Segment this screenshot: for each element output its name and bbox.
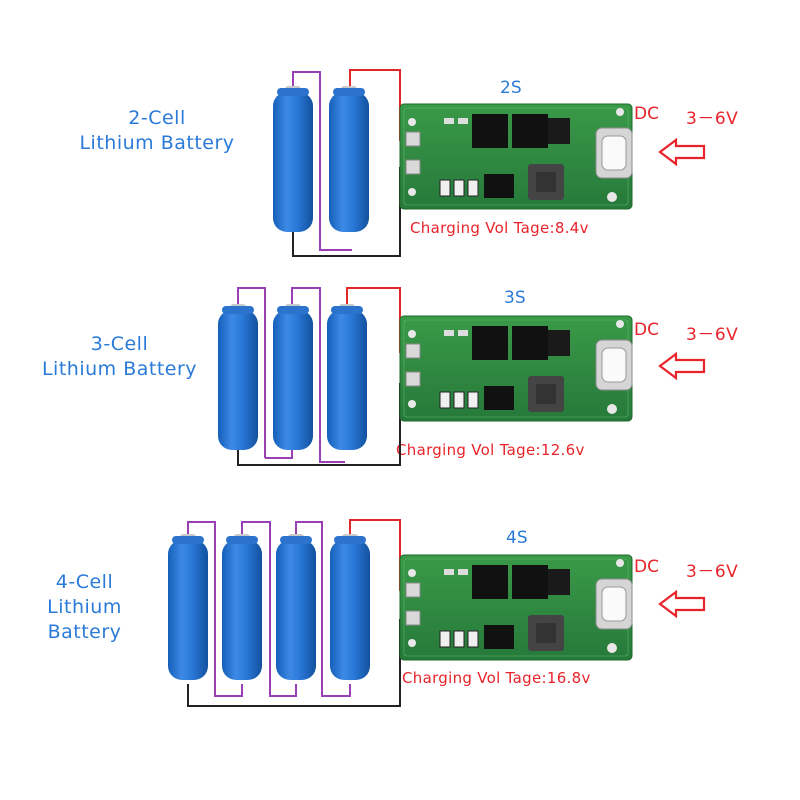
row1-cells-label-line2: Lithium Battery xyxy=(79,132,235,154)
row3-voltage-in: 3－6V xyxy=(686,562,739,582)
row2-charging-voltage: Charging Vol Tage:12.6v xyxy=(396,441,585,459)
row1-voltage-in: 3－6V xyxy=(686,109,739,129)
pcb-board-icon xyxy=(399,554,633,661)
row2-series-label: 3S xyxy=(504,288,526,308)
battery-icon xyxy=(329,86,369,232)
battery-icon xyxy=(276,534,316,680)
battery-icon xyxy=(273,86,313,232)
battery-icon xyxy=(222,534,262,680)
row3-dc-label: DC xyxy=(634,557,659,577)
arrow-left-icon xyxy=(658,138,706,166)
row2-cells-label-line1: 3-Cell xyxy=(90,333,149,355)
row1-dc-label: DC xyxy=(634,104,659,124)
pcb-board-icon xyxy=(399,103,633,210)
row1-cells-label: 2-Cell Lithium Battery xyxy=(62,106,252,156)
row3-cells-label-line2: Lithium xyxy=(47,596,122,618)
row2-cells-label: 3-Cell Lithium Battery xyxy=(22,332,217,382)
pcb-board-icon xyxy=(399,315,633,422)
battery-icon xyxy=(273,304,313,450)
battery-icon xyxy=(218,304,258,450)
row2-cells-label-line2: Lithium Battery xyxy=(41,358,198,380)
row3-cells-label-line1: 4-Cell xyxy=(55,571,114,593)
battery-icon xyxy=(327,304,367,450)
battery-icon xyxy=(168,534,208,680)
row1-charging-voltage: Charging Vol Tage:8.4v xyxy=(410,219,589,237)
row3-cells-label: 4-Cell Lithium Battery xyxy=(22,570,147,645)
arrow-left-icon xyxy=(658,590,706,618)
row2-wires xyxy=(237,287,412,466)
row1-series-label: 2S xyxy=(500,78,522,98)
battery-icon xyxy=(330,534,370,680)
row2-voltage-in: 3－6V xyxy=(686,325,739,345)
row1-cells-label-line1: 2-Cell xyxy=(128,107,186,129)
row3-cells-label-line3: Battery xyxy=(47,621,122,643)
row3-series-label: 4S xyxy=(506,528,528,548)
arrow-left-icon xyxy=(658,352,706,380)
row2-dc-label: DC xyxy=(634,320,659,340)
row3-charging-voltage: Charging Vol Tage:16.8v xyxy=(402,669,591,687)
